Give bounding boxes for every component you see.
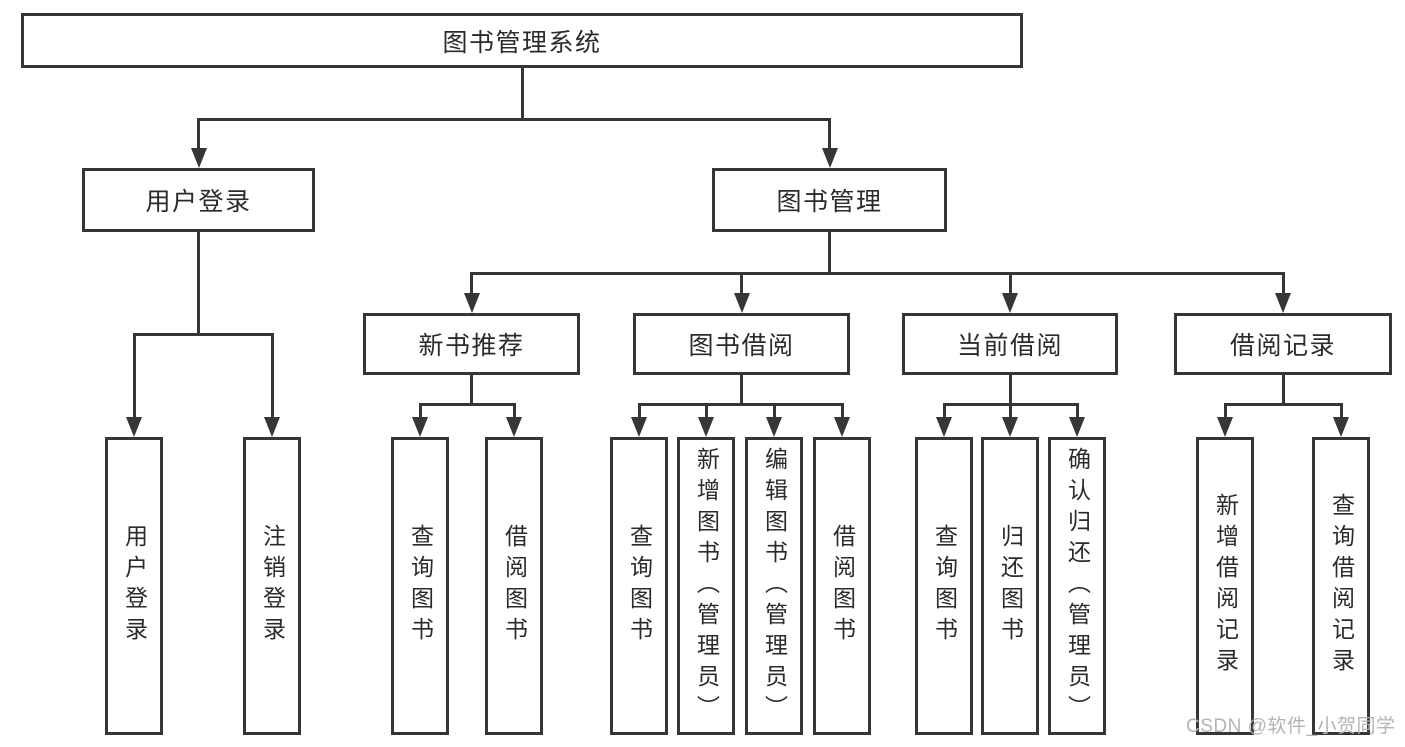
node-new-book-recommend: 新书推荐 bbox=[363, 313, 580, 375]
connector-current-borrowing-stem bbox=[1008, 375, 1012, 406]
node-new-book-recommend-label: 新书推荐 bbox=[418, 332, 525, 360]
node-book-borrowing-label: 图书借阅 bbox=[688, 332, 795, 360]
leaf-query-borrow-record: 查询借阅记录 bbox=[1312, 437, 1370, 735]
connector-arrow-shaft bbox=[1075, 403, 1079, 419]
arrow-down-icon bbox=[412, 417, 428, 437]
connector-user-login-branch bbox=[132, 333, 274, 336]
connector-arrow-shaft bbox=[637, 403, 641, 419]
connector-borrow-records-stem bbox=[1281, 375, 1285, 406]
arrow-down-icon bbox=[698, 417, 714, 437]
connector-book-management-stem bbox=[828, 232, 831, 275]
leaf-query-books-recommend-label: 查询图书 bbox=[407, 524, 434, 648]
arrow-down-icon bbox=[766, 417, 782, 437]
leaf-query-borrow-record-label: 查询借阅记录 bbox=[1328, 493, 1355, 679]
arrow-down-icon bbox=[264, 417, 280, 437]
leaf-logout: 注销登录 bbox=[243, 437, 301, 735]
connector-arrow-shaft bbox=[840, 403, 844, 419]
arrow-down-icon bbox=[463, 293, 480, 313]
node-book-management: 图书管理 bbox=[712, 168, 947, 232]
connector-arrow-shaft bbox=[1223, 403, 1227, 419]
arrow-down-icon bbox=[936, 417, 952, 437]
connector-new-book-stem bbox=[470, 375, 473, 406]
connector-book-borrowing-branch bbox=[637, 403, 844, 406]
node-current-borrowing-label: 当前借阅 bbox=[956, 332, 1063, 360]
connector-arrow-shaft bbox=[418, 403, 422, 419]
leaf-query-books-borrowing-label: 查询图书 bbox=[626, 524, 653, 648]
node-book-management-label: 图书管理 bbox=[776, 188, 883, 216]
connector-arrow-shaft bbox=[1339, 403, 1343, 419]
arrow-down-icon bbox=[834, 417, 850, 437]
leaf-query-books-current: 查询图书 bbox=[915, 437, 973, 735]
leaf-user-login: 用户登录 bbox=[105, 437, 163, 735]
leaf-return-books: 归还图书 bbox=[981, 437, 1039, 735]
arrow-down-icon bbox=[1333, 417, 1349, 437]
connector-arrow-shaft bbox=[512, 403, 516, 419]
leaf-edit-books-admin: 编辑图书（管理员） bbox=[745, 437, 803, 735]
connector-arrow-shaft bbox=[1281, 272, 1285, 295]
arrow-down-icon bbox=[631, 417, 647, 437]
arrow-down-icon bbox=[1002, 293, 1018, 313]
csdn-watermark: CSDN @软件_小贺同学 bbox=[1186, 716, 1396, 737]
leaf-return-books-label: 归还图书 bbox=[997, 524, 1024, 648]
arrow-down-icon bbox=[1069, 417, 1085, 437]
connector-arrow-shaft bbox=[772, 403, 776, 419]
arrow-down-icon bbox=[1275, 293, 1291, 313]
leaf-confirm-return-admin: 确认归还（管理员） bbox=[1048, 437, 1106, 735]
arrow-down-icon bbox=[733, 293, 750, 313]
connector-new-book-branch bbox=[418, 403, 516, 406]
connector-root-stem bbox=[520, 68, 524, 120]
connector-level2-branch bbox=[197, 118, 831, 121]
node-borrow-records: 借阅记录 bbox=[1174, 313, 1392, 375]
arrow-down-icon bbox=[1002, 417, 1018, 437]
node-book-borrowing: 图书借阅 bbox=[633, 313, 850, 375]
leaf-edit-books-admin-label: 编辑图书（管理员） bbox=[761, 446, 788, 726]
node-user-login: 用户登录 bbox=[82, 168, 315, 232]
connector-level3-branch bbox=[470, 272, 1283, 275]
arrow-down-icon bbox=[821, 148, 838, 168]
leaf-query-books-borrowing: 查询图书 bbox=[610, 437, 668, 735]
arrow-down-icon bbox=[1217, 417, 1233, 437]
leaf-borrow-books-recommend-label: 借阅图书 bbox=[501, 524, 528, 648]
leaf-add-books-admin: 新增图书（管理员） bbox=[677, 437, 735, 735]
leaf-borrow-books-recommend: 借阅图书 bbox=[485, 437, 543, 735]
connector-arrow-shaft bbox=[197, 118, 200, 150]
arrow-down-icon bbox=[126, 417, 142, 437]
leaf-query-books-recommend: 查询图书 bbox=[391, 437, 449, 735]
node-library-management-system: 图书管理系统 bbox=[21, 13, 1023, 68]
arrow-down-icon bbox=[190, 148, 207, 168]
leaf-user-login-label: 用户登录 bbox=[121, 524, 148, 648]
node-borrow-records-label: 借阅记录 bbox=[1229, 332, 1336, 360]
leaf-borrow-books-borrowing: 借阅图书 bbox=[813, 437, 871, 735]
connector-arrow-shaft bbox=[828, 118, 831, 150]
connector-book-borrowing-stem bbox=[740, 375, 743, 406]
node-user-login-label: 用户登录 bbox=[145, 188, 252, 216]
connector-arrow-shaft bbox=[1008, 403, 1012, 419]
leaf-add-books-admin-label: 新增图书（管理员） bbox=[693, 446, 720, 726]
connector-arrow-shaft bbox=[1008, 272, 1012, 295]
connector-arrow-shaft bbox=[270, 333, 274, 417]
arrow-down-icon bbox=[506, 417, 522, 437]
node-library-management-system-label: 图书管理系统 bbox=[442, 28, 602, 57]
leaf-query-books-current-label: 查询图书 bbox=[931, 524, 958, 648]
connector-borrow-records-branch bbox=[1223, 403, 1343, 406]
connector-arrow-shaft bbox=[740, 272, 743, 295]
leaf-logout-label: 注销登录 bbox=[259, 524, 286, 648]
leaf-confirm-return-admin-label: 确认归还（管理员） bbox=[1064, 446, 1091, 726]
leaf-add-borrow-record-label: 新增借阅记录 bbox=[1212, 493, 1239, 679]
leaf-borrow-books-borrowing-label: 借阅图书 bbox=[829, 524, 856, 648]
node-current-borrowing: 当前借阅 bbox=[902, 313, 1118, 375]
connector-arrow-shaft bbox=[942, 403, 946, 419]
connector-arrow-shaft bbox=[704, 403, 708, 419]
leaf-add-borrow-record: 新增借阅记录 bbox=[1196, 437, 1254, 735]
connector-arrow-shaft bbox=[470, 272, 473, 295]
connector-arrow-shaft bbox=[132, 333, 136, 417]
connector-user-login-stem bbox=[197, 232, 200, 336]
